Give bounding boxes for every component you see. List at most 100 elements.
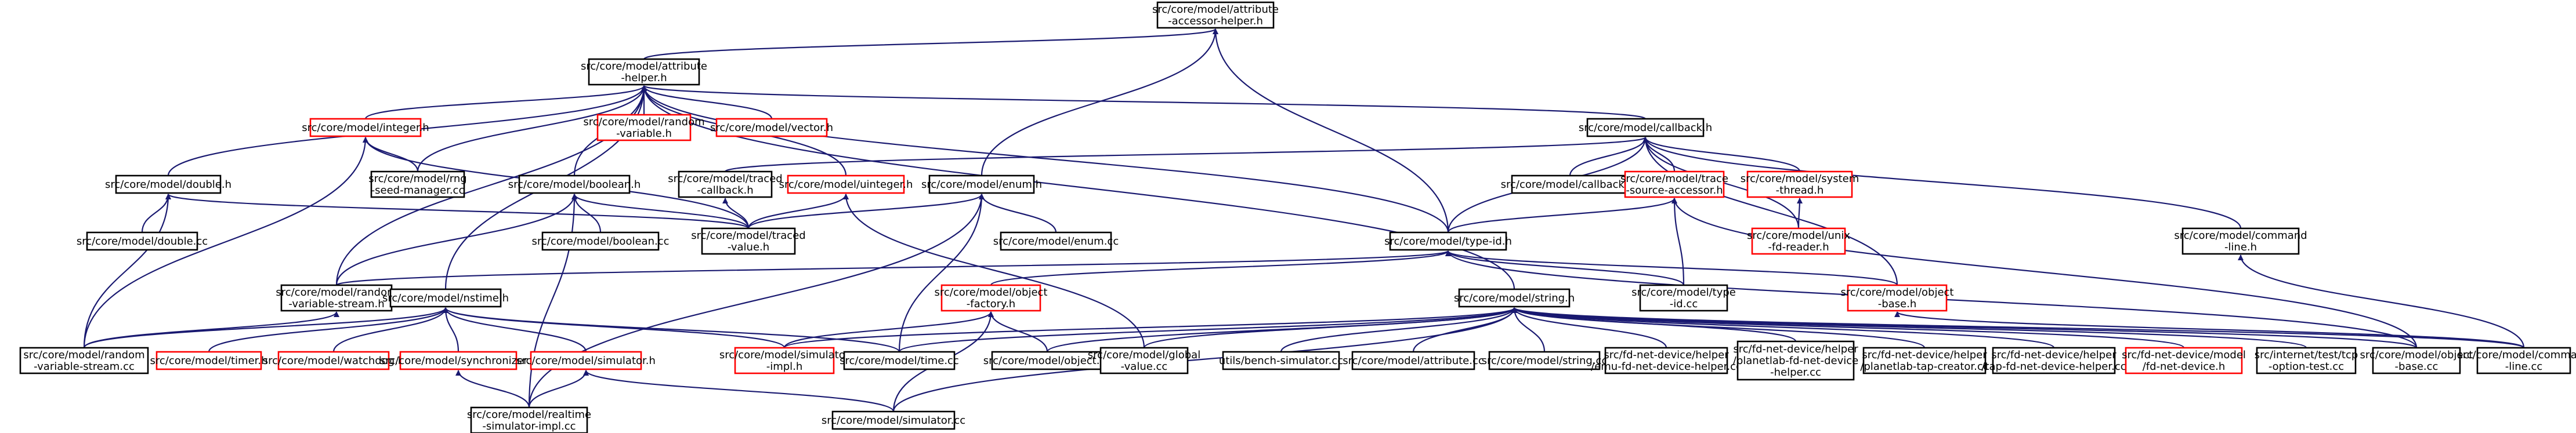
edge-callback-to-attr: [641, 85, 1647, 120]
edge-simimpl-to-stringh: [783, 307, 1517, 348]
edge-tracedval-to-uinteger: [747, 194, 849, 229]
node-label: -variable.h: [616, 128, 672, 140]
node-double[interactable]: src/core/model/double.h: [105, 174, 231, 194]
edge-unixfd-to-systhread: [1796, 198, 1803, 229]
node-objbase[interactable]: src/core/model/object-base.h: [1841, 284, 1954, 312]
node-label: src/core/model/boolean.h: [508, 179, 641, 191]
node-box: [1458, 288, 1571, 308]
edge-cmdlinecc-to-stringh: [1511, 307, 2525, 348]
node-attr[interactable]: src/core/model/attribute-helper.h: [581, 58, 707, 86]
node-stringh[interactable]: src/core/model/string.h: [1454, 288, 1575, 308]
node-nstime[interactable]: src/core/model/nstime.h: [382, 288, 509, 308]
node-enum[interactable]: src/core/model/enum.h: [921, 174, 1042, 194]
node-synchronizer[interactable]: src/core/model/synchronizer.h: [380, 351, 537, 370]
node-fdnetdev[interactable]: src/fd-net-device/model/fd-net-device.h: [2122, 347, 2246, 374]
edge-stringcc-to-stringh: [1511, 307, 1546, 352]
edge-callbackcc-to-callback: [1569, 137, 1648, 176]
node-tracesrc[interactable]: src/core/model/trace-source-accessor.h: [1620, 170, 1728, 198]
node-rngseed[interactable]: src/core/model/rng-seed-manager.cc: [368, 170, 467, 198]
edge-randstream-to-boolean: [335, 194, 577, 286]
node-tcpopt[interactable]: src/internet/test/tcp-option-test.cc: [2255, 347, 2358, 374]
node-label: src/core/model/string.cc: [1482, 355, 1608, 367]
node-randomvar[interactable]: src/core/model/random-variable.h: [583, 114, 705, 141]
node-systhread[interactable]: src/core/model/system-thread.h: [1741, 170, 1859, 198]
node-box: [155, 351, 262, 370]
node-integer[interactable]: src/core/model/integer.h: [302, 118, 429, 137]
node-label: src/fd-net-device/helper: [1862, 349, 1987, 361]
node-planettap[interactable]: src/fd-net-device/helper/planetlab-tap-c…: [1860, 347, 1989, 374]
node-label: src/core/model/boolean.cc: [532, 235, 670, 248]
edge-typeidcc-to-typeid: [1445, 250, 1685, 286]
edge-realtime-to-synchronizer: [455, 370, 530, 408]
node-box: [389, 288, 502, 308]
node-simimpl[interactable]: src/core/model/simulator-impl.h: [719, 347, 850, 374]
node-label: src/core/model/type: [1631, 286, 1736, 299]
file-nodes: src/core/model/attribute-accessor-helper…: [19, 1, 2576, 433]
node-label: -line.cc: [2505, 361, 2543, 373]
node-stringcc[interactable]: src/core/model/string.cc: [1482, 351, 1608, 370]
node-bench[interactable]: utils/bench-simulator.cc: [1219, 351, 1343, 370]
node-cmdline[interactable]: src/core/model/command-line.h: [2174, 227, 2307, 255]
node-box: [1847, 284, 1948, 312]
node-callbackcc[interactable]: src/core/model/callback.cc: [1501, 174, 1640, 194]
edge-objbasecc-to-tracesrc: [1671, 198, 2418, 348]
node-booleancc[interactable]: src/core/model/boolean.cc: [532, 231, 670, 251]
node-cmdlinecc[interactable]: src/core/model/command-line.cc: [2457, 347, 2576, 374]
node-label: src/core/model/callback.h: [1579, 122, 1712, 134]
node-randstreamcc[interactable]: src/core/model/random-variable-stream.cc: [19, 347, 149, 374]
node-box: [541, 231, 660, 251]
node-callback[interactable]: src/core/model/callback.h: [1579, 118, 1712, 137]
node-typeid[interactable]: src/core/model/type-id.h: [1384, 231, 1512, 251]
node-label: -factory.h: [967, 298, 1015, 310]
node-timer[interactable]: src/core/model/timer.h: [150, 351, 268, 370]
node-box: [843, 351, 956, 370]
node-label: src/core/model/object: [935, 286, 1048, 299]
node-tapfd[interactable]: src/fd-net-device/helper/tap-fd-net-devi…: [1981, 347, 2126, 374]
node-attributecc[interactable]: src/core/model/attribute.cc: [1343, 351, 1484, 370]
node-box: [2181, 227, 2300, 255]
node-box: [1604, 347, 1728, 374]
node-globalval[interactable]: src/core/model/global-value.cc: [1088, 347, 1200, 374]
node-label: src/fd-net-device/helper: [1733, 343, 1858, 355]
node-unixfd[interactable]: src/core/model/unix-fd-reader.h: [1747, 227, 1850, 255]
node-accessor: src/core/model/attribute-accessor-helper…: [1152, 1, 1279, 29]
node-randstream[interactable]: src/core/model/random-variable-stream.h: [276, 284, 397, 312]
node-objectcc[interactable]: src/core/model/object.cc: [983, 351, 1112, 370]
edge-doublecc-to-double: [141, 194, 171, 233]
node-label: src/core/model/object: [1841, 286, 1954, 299]
node-typeidcc[interactable]: src/core/model/type-id.cc: [1631, 284, 1736, 312]
node-vector[interactable]: src/core/model/vector.h: [710, 118, 833, 137]
edge-typeid-to-accessor: [1213, 28, 1449, 233]
edge-cmdlinecc-to-cmdline: [2238, 254, 2525, 348]
node-label: src/core/model/attribute: [581, 60, 707, 72]
node-box: [1639, 284, 1728, 312]
node-simulator[interactable]: src/core/model/simulator.h: [516, 351, 656, 370]
node-uinteger[interactable]: src/core/model/uinteger.h: [779, 174, 913, 194]
node-label: src/core/model/traced: [668, 173, 782, 185]
edge-tracedval-to-double: [165, 193, 750, 230]
node-doublecc[interactable]: src/core/model/double.cc: [77, 231, 208, 251]
node-watchdog[interactable]: src/core/model/watchdog.h: [263, 351, 405, 370]
edge-enum-to-accessor: [981, 28, 1218, 176]
node-box: [940, 284, 1041, 312]
node-timecc[interactable]: src/core/model/time.cc: [840, 351, 959, 370]
node-emufd[interactable]: src/fd-net-device/helper/emu-fd-net-devi…: [1591, 347, 1742, 374]
node-simulatorcc[interactable]: src/core/model/simulator.cc: [822, 410, 965, 430]
node-box: [734, 347, 835, 374]
node-box: [1586, 118, 1705, 137]
node-tracedval[interactable]: src/core/model/traced-value.h: [691, 227, 806, 255]
node-planetfd[interactable]: src/fd-net-device/helper/planetlab-fd-ne…: [1733, 340, 1858, 381]
node-label: src/core/model/double.cc: [77, 235, 208, 248]
edge-rngseed-to-attr: [417, 85, 647, 172]
node-box: [678, 170, 773, 198]
node-boolean[interactable]: src/core/model/boolean.h: [508, 174, 641, 194]
node-objfactory[interactable]: src/core/model/object-factory.h: [935, 284, 1048, 312]
node-box: [1000, 231, 1112, 251]
edge-tracedcb-to-callback: [724, 136, 1648, 173]
node-enumcc[interactable]: src/core/model/enum.cc: [993, 231, 1119, 251]
node-tracedcb[interactable]: src/core/model/traced-callback.h: [668, 170, 783, 198]
node-objbasecc[interactable]: src/core/model/object-base.cc: [2360, 347, 2473, 374]
edge-enumcc-to-enum: [979, 194, 1057, 233]
node-label: -value.h: [728, 241, 769, 253]
node-realtime[interactable]: src/core/model/realtime-simulator-impl.c…: [467, 406, 591, 433]
